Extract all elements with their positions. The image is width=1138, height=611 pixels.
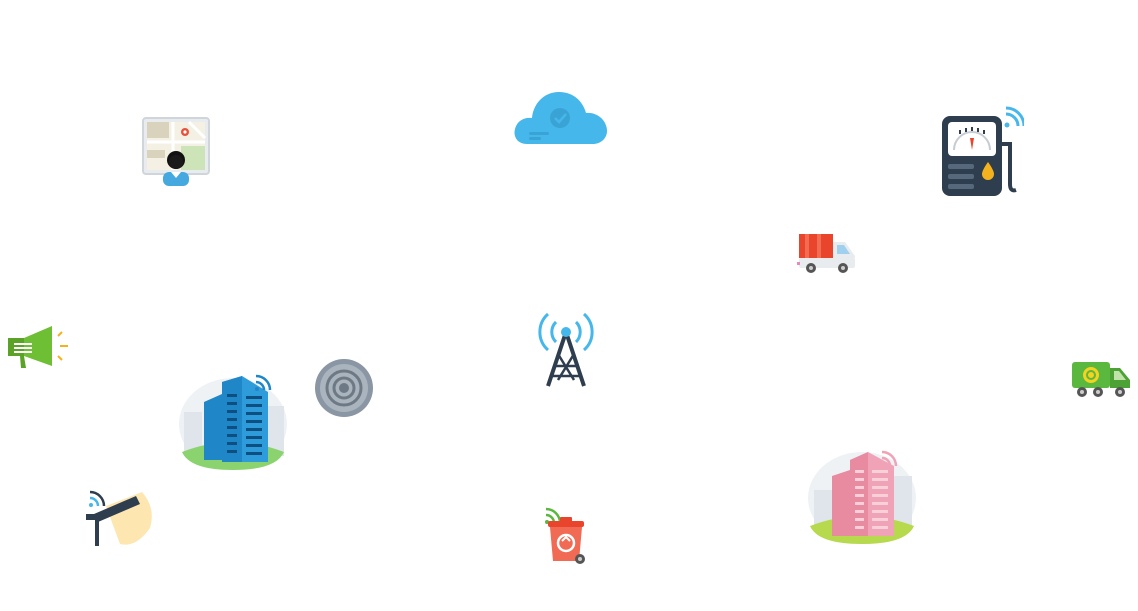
garbage-truck-icon bbox=[1070, 358, 1132, 400]
sensor-disc-icon bbox=[313, 357, 375, 419]
smart-building-blue-icon bbox=[176, 372, 290, 472]
cloud-check-icon bbox=[513, 88, 609, 148]
smart-building-pink-icon bbox=[806, 446, 918, 546]
smart-street-light-icon bbox=[84, 486, 156, 550]
cell-tower-icon bbox=[534, 310, 598, 388]
map-person-icon bbox=[141, 116, 211, 188]
megaphone-icon bbox=[6, 324, 72, 372]
fuel-pump-wifi-icon bbox=[940, 104, 1024, 200]
delivery-truck-icon bbox=[797, 232, 859, 274]
smart-recycle-bin-icon bbox=[542, 505, 592, 567]
